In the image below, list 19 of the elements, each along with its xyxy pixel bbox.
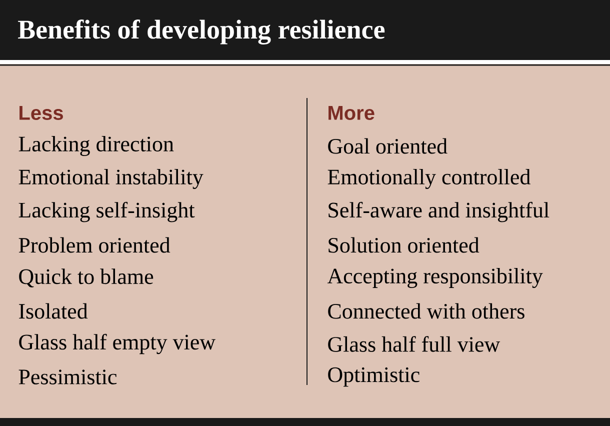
table-cell: Quick to blame	[19, 268, 154, 288]
table-cell: Self-aware and insightful	[328, 202, 550, 222]
table-cell: Solution oriented	[328, 237, 480, 253]
table-cell: Pessimistic	[18, 370, 117, 384]
table-cell: Lacking direction	[18, 136, 174, 156]
table-cell: Emotionally controlled	[328, 169, 530, 190]
title-bar: Benefits of developing resilience	[0, 0, 610, 60]
table-cell: Isolated	[19, 303, 88, 319]
column-header: Less	[20, 106, 63, 120]
table-cell: Glass half full view	[328, 336, 500, 352]
table-cell: Optimistic	[328, 367, 420, 387]
table-cell: Emotional instability	[18, 169, 204, 190]
table-cell: Glass half empty view	[19, 334, 216, 354]
table-cell: Lacking self-insight	[18, 202, 195, 222]
column-header: More	[328, 106, 374, 120]
table-cell: Goal oriented	[328, 138, 448, 154]
table-cell: Accepting responsibility	[327, 268, 543, 288]
table-cell: Connected with others	[328, 303, 524, 319]
table-cell: Problem oriented	[18, 237, 170, 253]
